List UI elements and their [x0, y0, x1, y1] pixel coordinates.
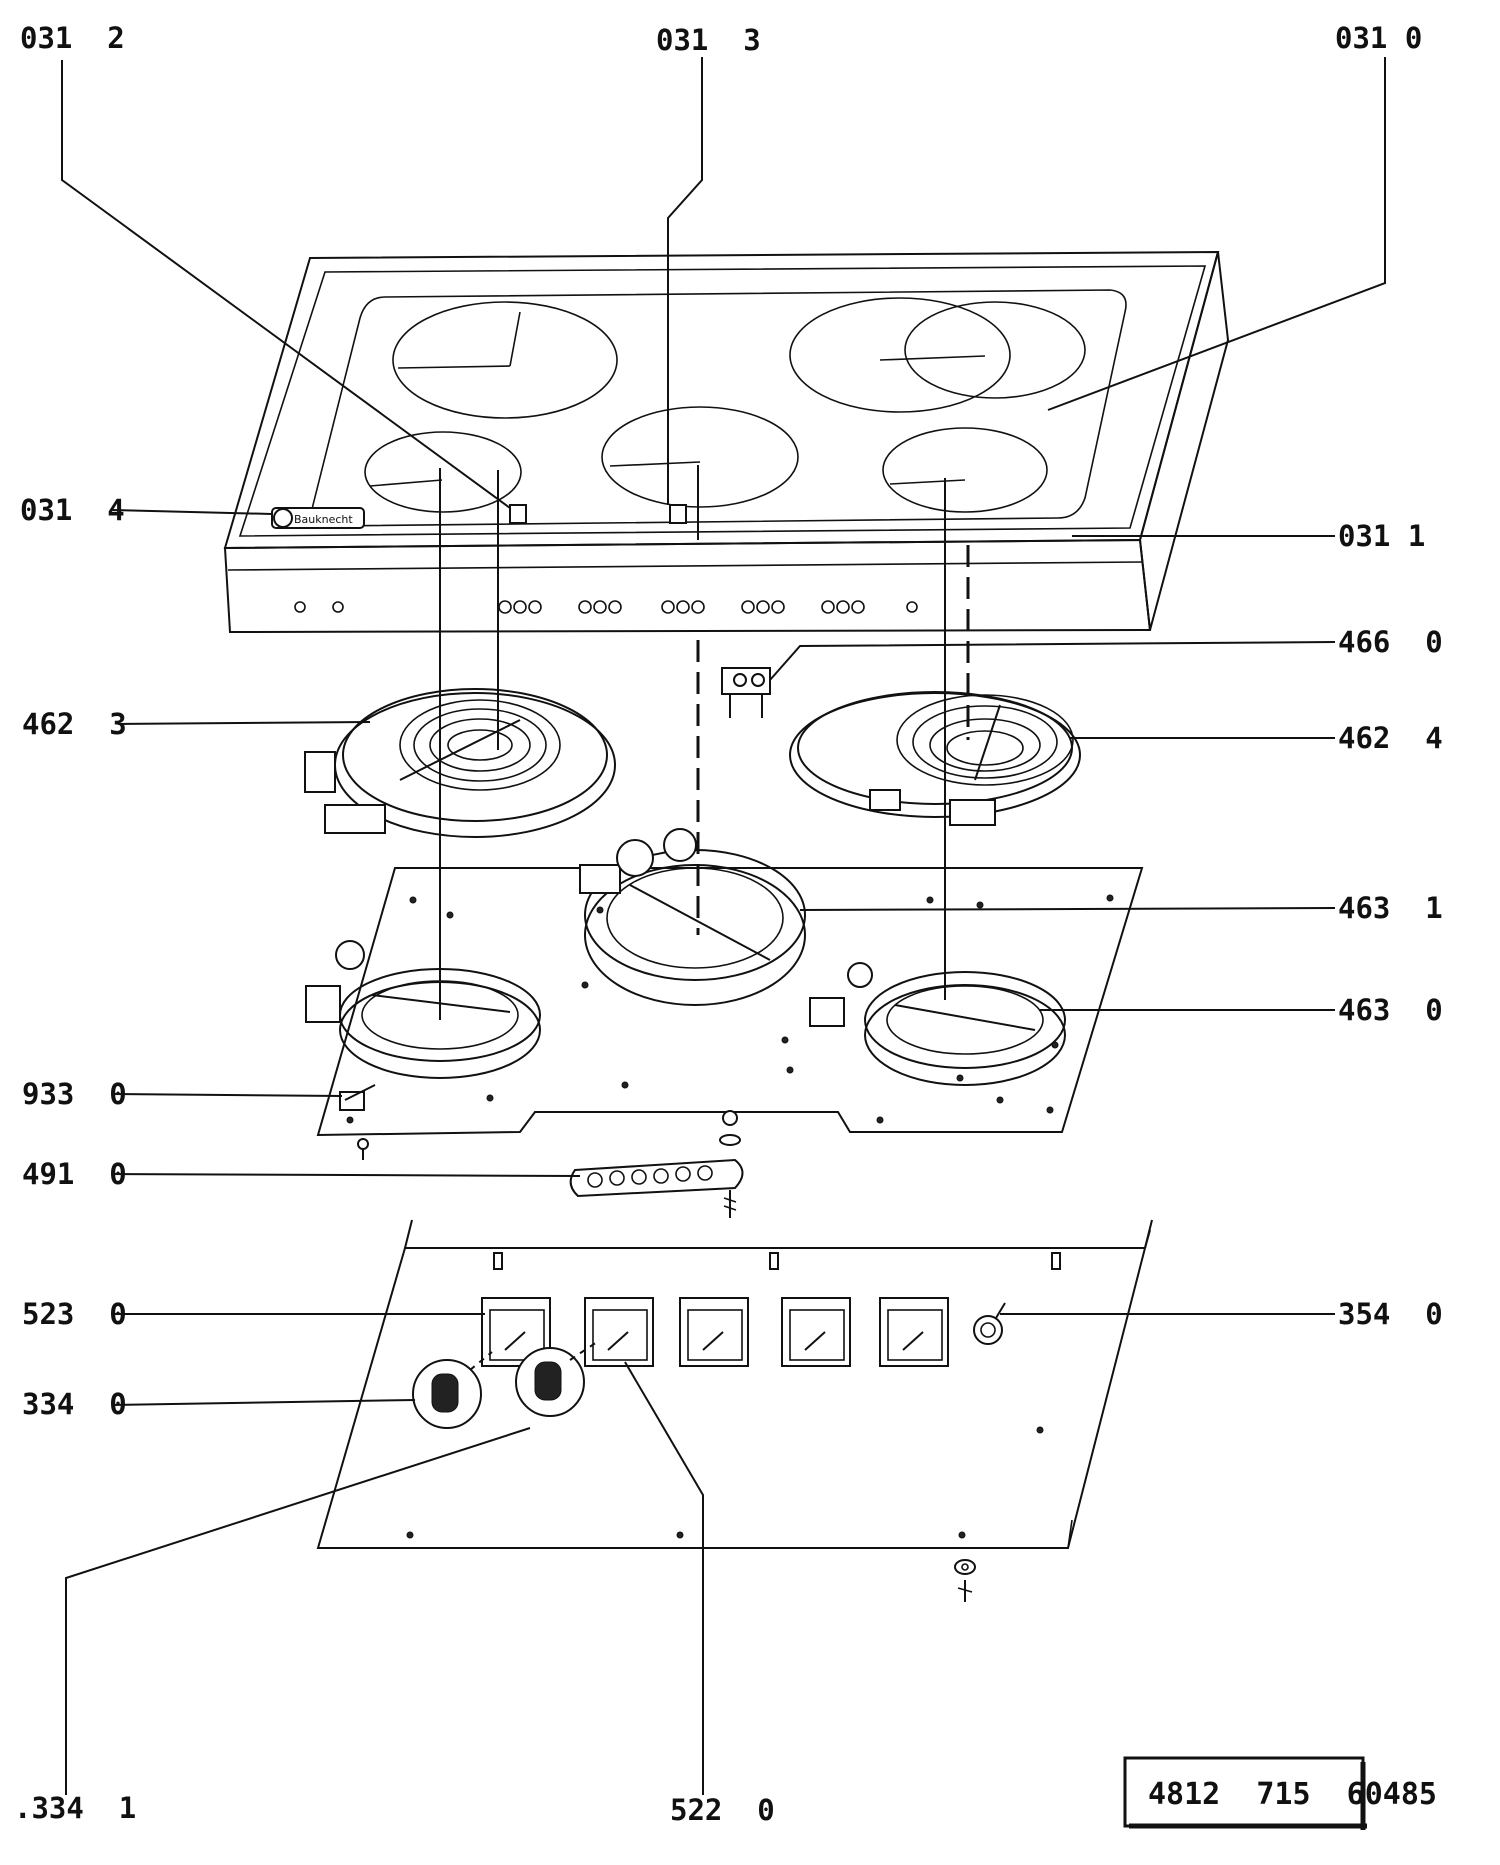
assembly-lines	[439, 465, 946, 1020]
switch-4	[781, 1297, 851, 1367]
reference-number: 4812 715 60485	[1148, 1777, 1437, 1812]
callout-354-0: 354 0	[1338, 1297, 1443, 1331]
alignment-lines	[696, 545, 970, 935]
control-knob-2	[515, 1347, 585, 1417]
terminal-block	[569, 1110, 744, 1218]
screw-bottom	[954, 1559, 976, 1602]
callout-491-0: 491 0	[22, 1157, 127, 1191]
element-support-plate	[305, 828, 1144, 1137]
control-knob-1	[412, 1359, 482, 1429]
indicator-lamp	[973, 1302, 1006, 1345]
callout-031-0: 031 0	[1335, 21, 1422, 55]
brand-badge: Bauknecht	[294, 513, 353, 526]
heating-element-left-rear	[304, 688, 616, 838]
bracket-part	[721, 667, 771, 718]
callout-031-3: 031 3	[656, 23, 761, 57]
callout-462-4: 462 4	[1338, 721, 1443, 755]
switch-2	[584, 1297, 654, 1367]
heating-element-right-rear	[789, 691, 1081, 826]
callout-334-1: .334 1	[14, 1791, 136, 1825]
callout-463-1: 463 1	[1338, 891, 1443, 925]
callout-466-0: 466 0	[1338, 625, 1443, 659]
reference-box: 4812 715 60485	[1123, 1756, 1437, 1830]
callout-334-0: 334 0	[22, 1387, 127, 1421]
callout-523-0: 523 0	[22, 1297, 127, 1331]
callout-labels: 031 2 031 3 031 0 031 4 031 1 466 0 462 …	[14, 21, 1443, 1827]
switch-5	[879, 1297, 949, 1367]
callout-462-3: 462 3	[22, 707, 127, 741]
callout-031-2: 031 2	[20, 21, 125, 55]
ceramic-cooktop-top: Bauknecht	[223, 250, 1230, 634]
callout-463-0: 463 0	[1338, 993, 1443, 1027]
switch-3	[679, 1297, 749, 1367]
callout-031-4: 031 4	[20, 493, 125, 527]
screw-left	[357, 1138, 369, 1160]
leader-lines	[61, 57, 1386, 1795]
callout-933-0: 933 0	[22, 1077, 127, 1111]
callout-522-0: 522 0	[670, 1793, 775, 1827]
control-panel	[316, 1219, 1153, 1549]
callout-031-1: 031 1	[1338, 519, 1425, 553]
